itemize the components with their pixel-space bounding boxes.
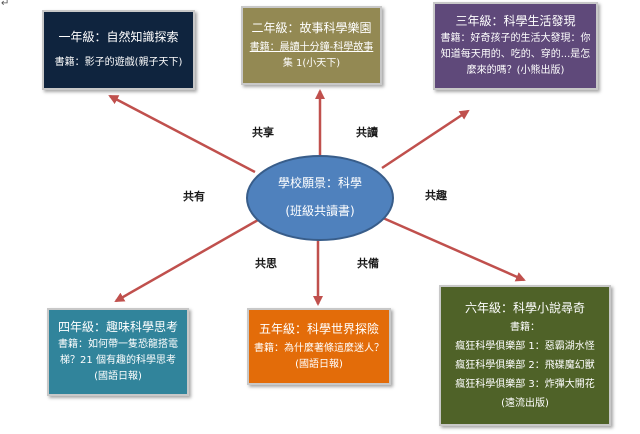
edge-label-share: 共享 <box>252 126 274 139</box>
corner-mark: ↵ <box>1 0 10 9</box>
grade5-book: 書籍：為什麼著條這麼迷人？ <box>254 342 384 354</box>
edge-label-prepare: 共備 <box>357 257 379 270</box>
center-node: 學校願景：科學 (班級共讀書) <box>247 174 393 220</box>
grade1-title: 一年級：自然知識探索 <box>58 30 179 44</box>
grade4-title: 四年級：趣味科學思考 <box>57 320 178 334</box>
grade3-title: 三年級：科學生活發現 <box>455 14 576 28</box>
edge-label-think: 共思 <box>255 257 277 270</box>
grade4-publisher: (國語日報) <box>94 371 142 382</box>
grade6-book-1: 瘋狂科學俱樂部 1：惡霸湖水怪 <box>455 340 595 352</box>
grade5-box: 五年級：科學世界探險 書籍：為什麼著條這麼迷人？ (國語日報) <box>247 308 391 385</box>
grade6-publisher: (遠流出版) <box>501 397 549 409</box>
connector-arrows <box>108 89 526 306</box>
arrow-to-grade4 <box>114 218 259 303</box>
grade6-book-2: 瘋狂科學俱樂部 2：飛碟魔幻獸 <box>455 359 595 371</box>
grade3-box: 三年級：科學生活發現 書籍：好奇孩子的生活大發現：你知道每天用的、吃的、穿的..… <box>433 2 598 90</box>
grade4-box: 四年級：趣味科學思考 書籍：如何帶一隻恐龍搭電梯？21 個有趣的科學思考 (國語… <box>47 308 189 396</box>
grade3-book: 書籍：好奇孩子的生活大發現：你知道每天用的、吃的、穿的...是怎麼來的嗎？(小熊… <box>440 33 591 76</box>
grade6-book-3: 瘋狂科學俱樂部 3：炸彈大開花 <box>455 378 595 390</box>
grade2-book-line1: 書籍：晨讀十分鐘-科學故事 <box>249 41 374 53</box>
grade4-book: 書籍：如何帶一隻恐龍搭電梯？21 個有趣的科學思考 <box>58 339 178 366</box>
grade5-publisher: (國語日報) <box>295 358 343 370</box>
grade6-title: 六年級：科學小說尋奇 <box>464 300 585 315</box>
grade2-book-line2: 集 1(小天下) <box>282 57 341 69</box>
grade5-title: 五年級：科學世界探險 <box>258 321 379 336</box>
center-ellipse <box>246 155 394 241</box>
arrow-to-grade3 <box>381 109 470 170</box>
grade6-book-label: 書籍： <box>510 321 540 333</box>
grade2-title: 二年級：故事科學樂園 <box>251 20 372 35</box>
grade1-book: 書籍：影子的遊戲(親子天下) <box>54 57 183 68</box>
arrow-to-grade1 <box>108 94 256 174</box>
grade6-box: 六年級：科學小說尋奇 書籍： 瘋狂科學俱樂部 1：惡霸湖水怪 瘋狂科學俱樂部 2… <box>439 285 611 426</box>
edge-label-read: 共讀 <box>356 126 378 139</box>
center-title: 學校願景：科學 <box>277 176 362 190</box>
grade1-box: 一年級：自然知識探索 書籍：影子的遊戲(親子天下) <box>42 10 195 90</box>
center-subtitle: (班級共讀書) <box>285 204 355 218</box>
grade2-box: 二年級：故事科學樂園 書籍：晨讀十分鐘-科學故事 集 1(小天下) <box>241 6 382 85</box>
arrow-to-grade6 <box>382 216 526 282</box>
edge-label-fun: 共趣 <box>425 189 447 202</box>
edge-label-have: 共有 <box>183 190 205 203</box>
